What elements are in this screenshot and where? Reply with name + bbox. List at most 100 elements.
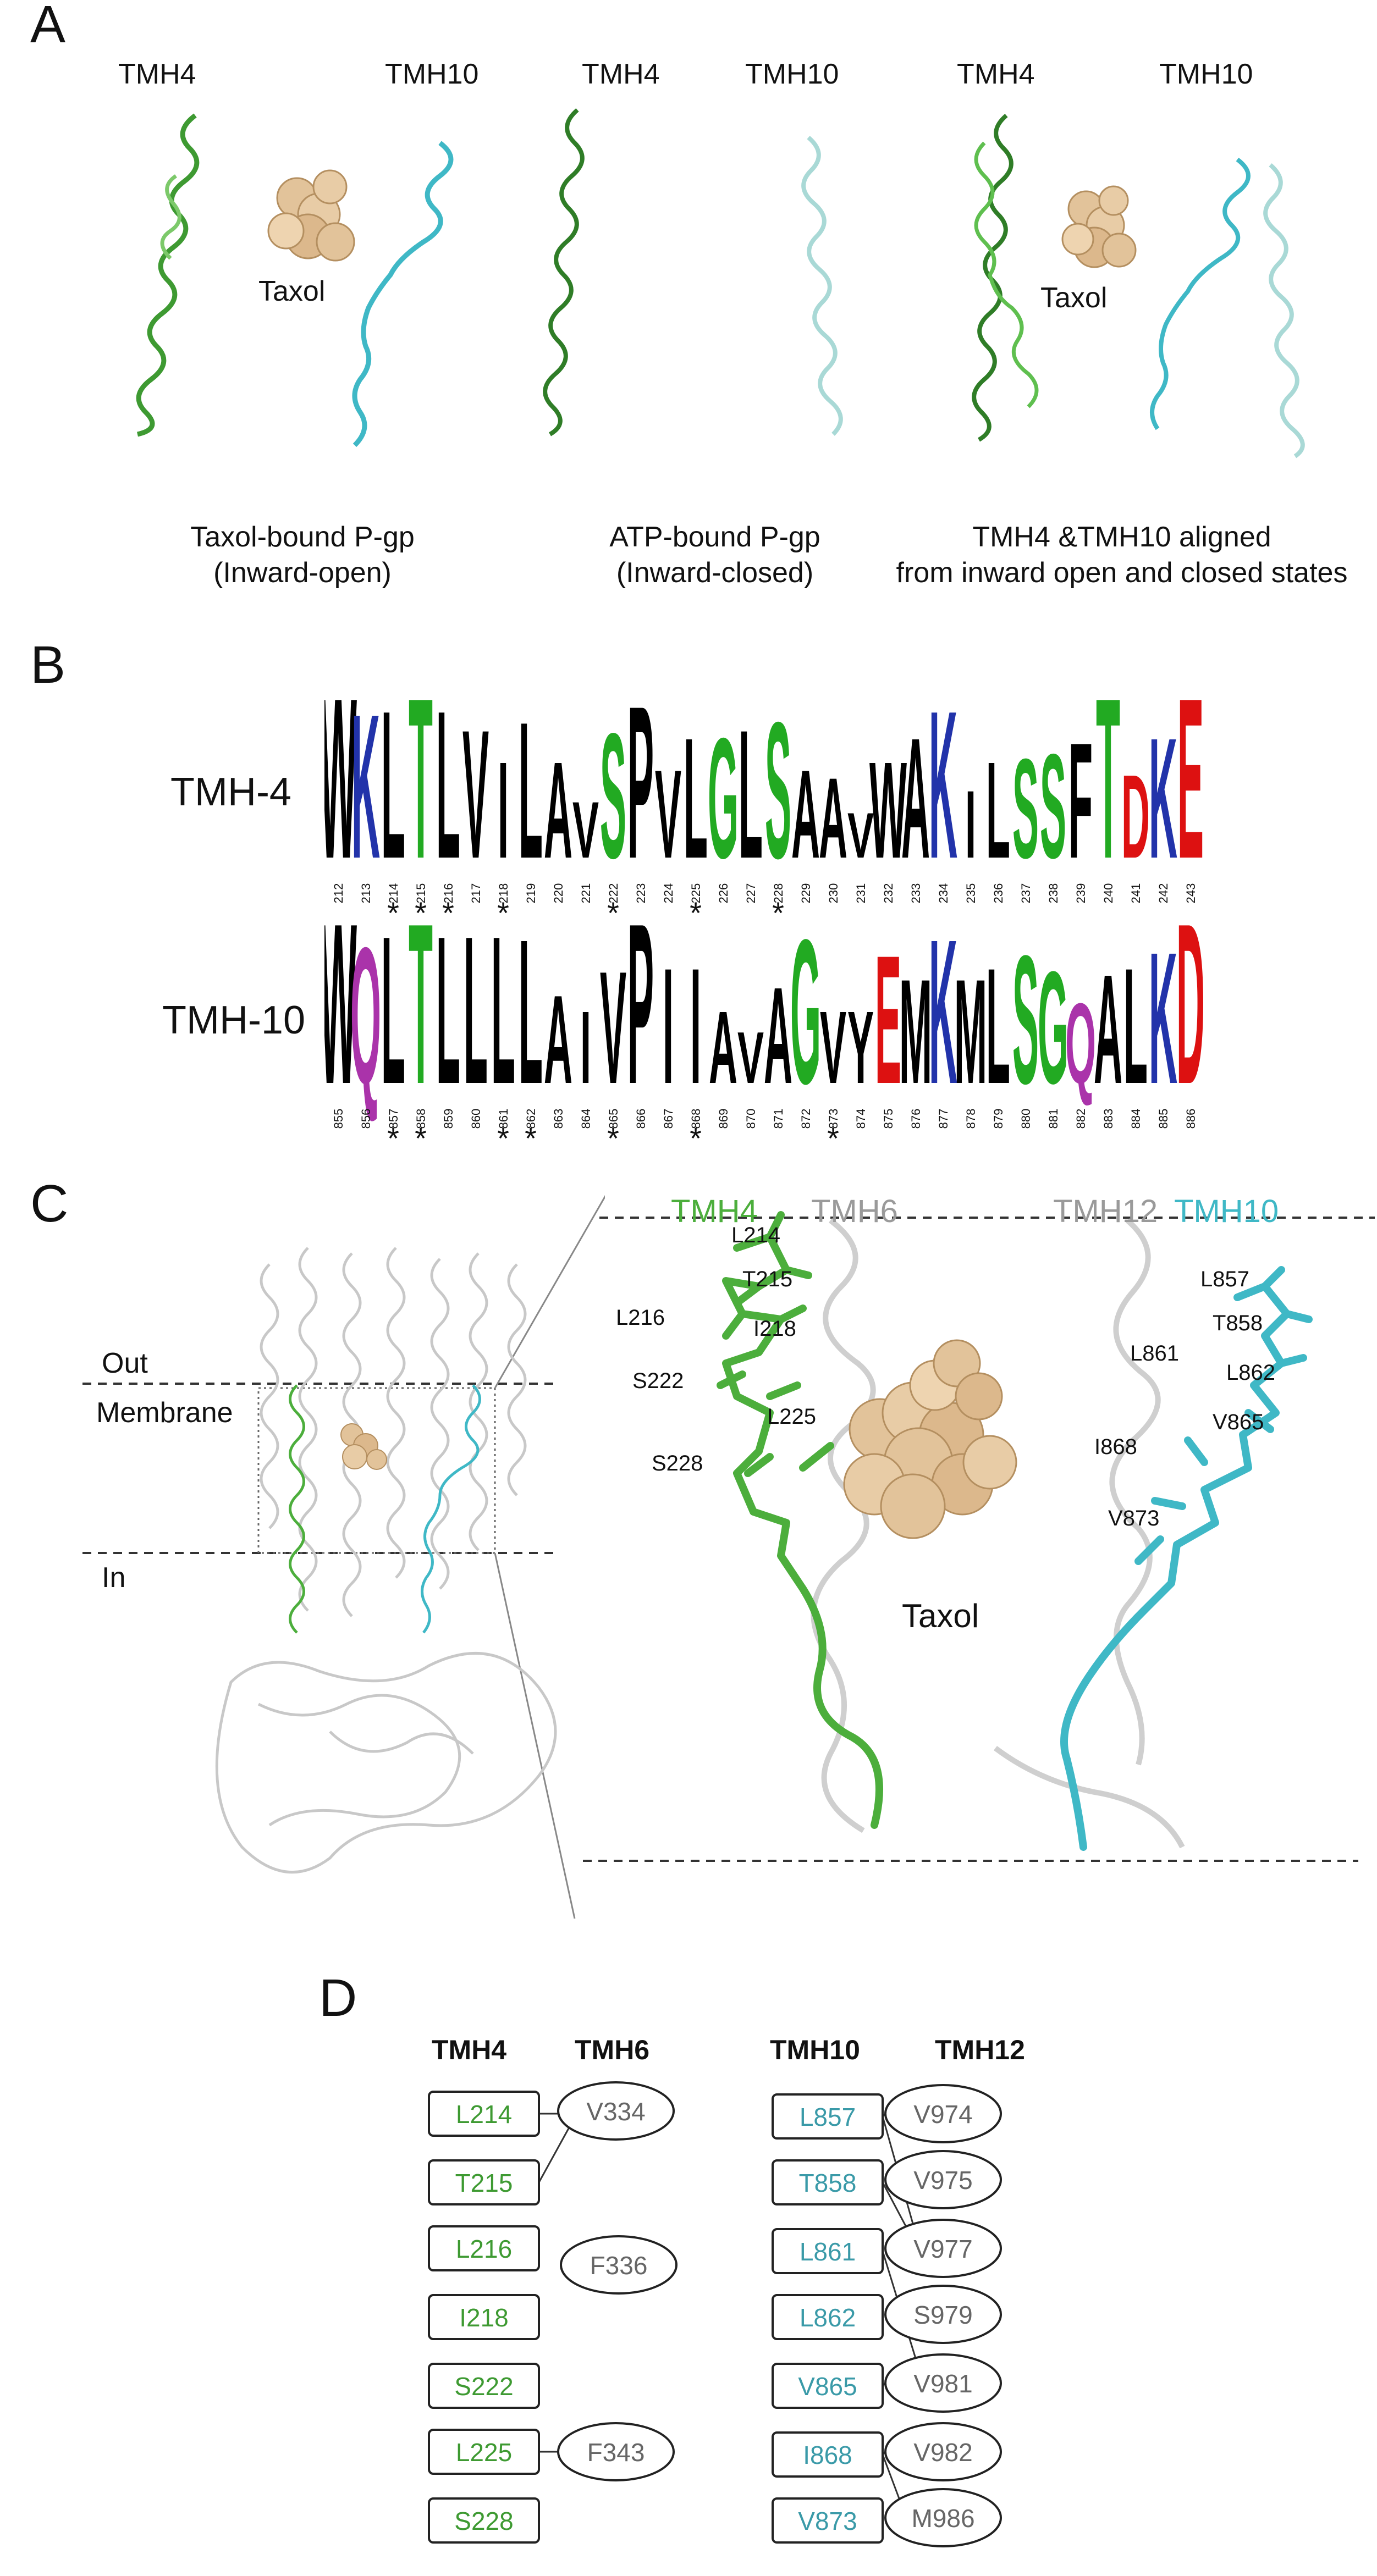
logo-letter: G	[1038, 939, 1068, 1118]
logo-position: 871	[772, 1109, 785, 1129]
logo-letter: I	[690, 935, 701, 1118]
logo-position: 225	[689, 883, 703, 904]
panel-c-right-zoom	[583, 1211, 1375, 1862]
residue-oval	[884, 2353, 1002, 2413]
logo-position: 217	[469, 883, 483, 904]
zoom-line-bottom	[494, 1552, 576, 1919]
residue-oval-label: S979	[913, 2301, 972, 2329]
logo-position: 872	[799, 1109, 813, 1129]
zoom-tmh4-sticks	[717, 1211, 883, 1829]
logo-letter: V	[655, 743, 681, 884]
logo-letter: K	[1149, 703, 1177, 895]
d-left-header-tmh4: TMH4	[432, 2035, 507, 2065]
logo-letter: S	[1040, 723, 1066, 889]
logo-letter: G	[708, 703, 739, 895]
a3-taxol-spheres	[1061, 185, 1137, 268]
logo-position: 236	[992, 883, 1005, 904]
logo-star: *	[387, 895, 399, 930]
label-membrane: Membrane	[96, 1397, 233, 1429]
logo-position: 877	[937, 1109, 950, 1129]
residue-oval-label: V975	[913, 2166, 972, 2194]
logo-position: 243	[1184, 883, 1198, 904]
logo-position: 227	[744, 883, 758, 904]
logo-letter: M	[899, 948, 932, 1114]
logo-letter: A	[709, 990, 737, 1105]
logo-position: 241	[1129, 883, 1143, 904]
logo-letter: K	[929, 898, 957, 1127]
a3-tmh10-helix-closed	[1263, 163, 1305, 458]
residue-box-label: S228	[454, 2507, 513, 2535]
residue-label-i868: I868	[1094, 1435, 1137, 1459]
logo-star: *	[607, 895, 619, 930]
a1-caption-line2: (Inward-open)	[213, 557, 392, 589]
logo-position: 221	[579, 883, 593, 904]
panel-a3-tmh10-label: TMH10	[1159, 58, 1253, 90]
residue-box-label: L857	[800, 2103, 856, 2131]
residue-box-label: L225	[456, 2438, 512, 2467]
residue-box	[428, 2497, 540, 2544]
logo-position: 875	[882, 1109, 895, 1129]
logo-star: *	[607, 1121, 619, 1156]
logo-position: 238	[1046, 883, 1060, 904]
residue-oval	[884, 2488, 1002, 2547]
logo-position: 874	[854, 1109, 868, 1129]
c-left-tmh10	[421, 1384, 481, 1634]
a1-caption: Taxol-bound P-gp (Inward-open)	[137, 519, 467, 591]
logo-letter: Q	[350, 908, 381, 1125]
logo-star: *	[497, 895, 509, 930]
residue-box-label: L216	[456, 2235, 512, 2263]
c-left-tmh4	[289, 1384, 305, 1634]
logo-position: 878	[964, 1109, 978, 1129]
logo-position: 867	[662, 1109, 675, 1129]
a3-tmh10-helix-open	[1150, 157, 1251, 430]
logo-letter: T	[409, 876, 433, 1132]
logo-position: 230	[827, 883, 840, 904]
logo-letter: T	[1096, 676, 1120, 906]
logo-letter: F	[1068, 709, 1093, 893]
label-tmh10: TMH10	[1174, 1193, 1279, 1229]
residue-box-label: S222	[454, 2372, 513, 2401]
interaction-link	[882, 2454, 900, 2499]
a1-tmh4-helix-2	[160, 174, 181, 260]
residue-box-label: L214	[456, 2100, 512, 2129]
a1-taxol-label: Taxol	[258, 275, 326, 307]
logo-letter: P	[627, 876, 654, 1132]
logo-position: 869	[717, 1109, 730, 1129]
logo-letter: K	[1149, 913, 1177, 1123]
logo-position: 855	[332, 1109, 345, 1129]
logo-star: *	[497, 1121, 509, 1156]
residue-oval	[884, 2285, 1002, 2344]
residue-label-l862: L862	[1226, 1361, 1275, 1385]
residue-label-l214: L214	[731, 1223, 780, 1247]
logo-letter: L	[464, 893, 488, 1128]
logo-letter: M	[954, 948, 987, 1114]
logo-letter: K	[929, 676, 957, 903]
a3-caption-line2: from inward open and closed states	[896, 557, 1348, 589]
logo-letter: I	[965, 771, 976, 878]
residue-oval-label: M986	[911, 2504, 974, 2533]
zoom-tmh10-sticks	[1060, 1266, 1313, 1851]
logo-letter: L	[519, 898, 543, 1127]
logo-letter: K	[351, 676, 380, 902]
a1-caption-line1: Taxol-bound P-gp	[190, 521, 415, 553]
logo-letter: D	[1121, 750, 1150, 883]
logo-letter: A	[901, 703, 930, 895]
logo-position: 879	[992, 1109, 1005, 1129]
logo-letter: S	[765, 682, 791, 899]
logo-letter: V	[600, 939, 626, 1118]
label-tmh12: TMH12	[1053, 1193, 1158, 1229]
residue-box	[428, 2429, 540, 2475]
logo-star: *	[827, 1121, 839, 1156]
logo-letter: L	[986, 733, 1010, 887]
zoom-box	[257, 1387, 496, 1554]
logo-letter: L	[381, 676, 405, 903]
d-right-header-tmh12: TMH12	[935, 2035, 1025, 2065]
residue-box	[428, 2091, 540, 2137]
residue-box-label: L861	[800, 2237, 856, 2266]
residue-box-label: I868	[803, 2441, 852, 2469]
residue-label-v873: V873	[1108, 1506, 1160, 1530]
a3-taxol-label: Taxol	[1040, 282, 1108, 314]
logo-letter: I	[580, 990, 591, 1105]
logo-star: *	[415, 895, 427, 930]
residue-box-label: T215	[455, 2169, 513, 2197]
